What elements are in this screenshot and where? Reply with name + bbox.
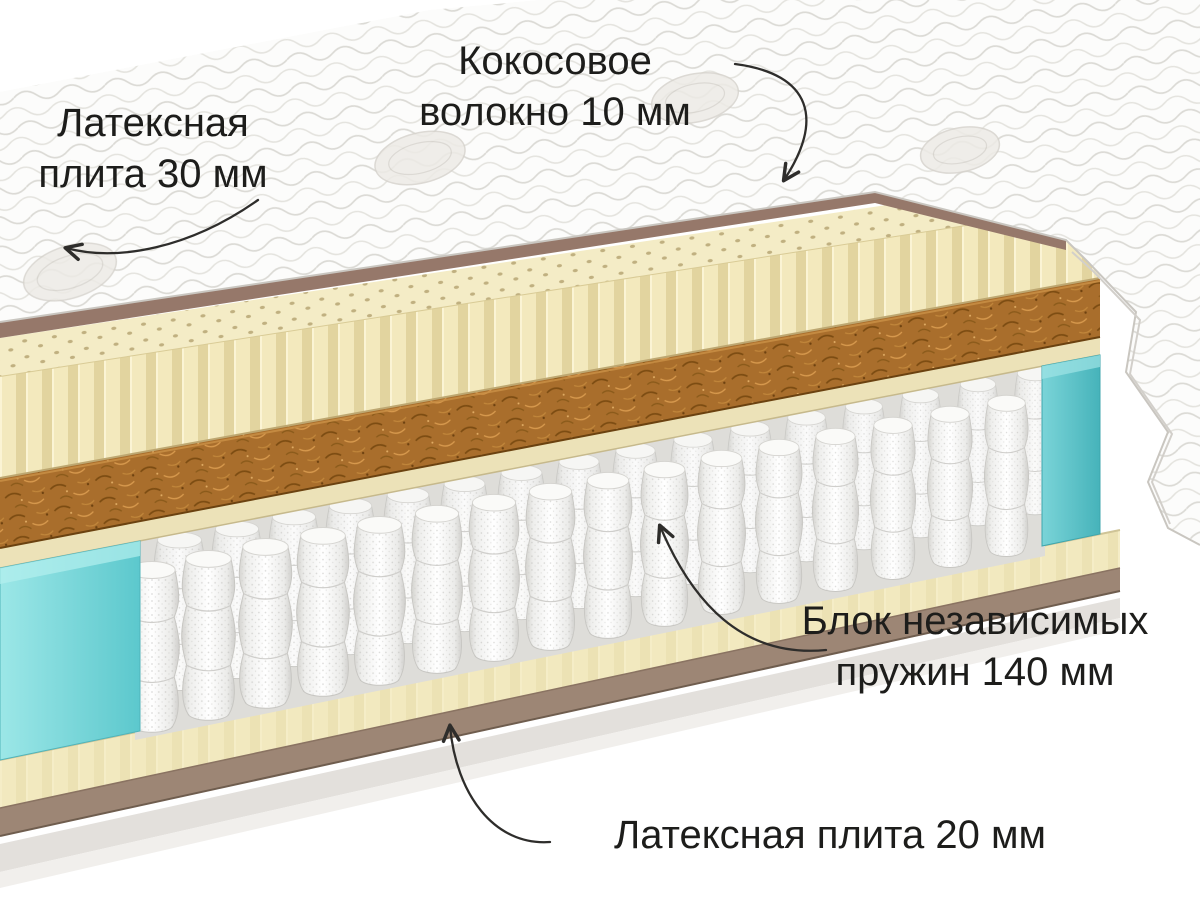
- label-springs: Блок независимых пружин 140 мм: [755, 596, 1195, 698]
- label-latex-20-text: Латексная плита 20 мм: [614, 813, 1046, 857]
- floor-shadow: [0, 598, 1120, 872]
- coir-layer: [0, 278, 1101, 549]
- cover-cut-edge: [0, 190, 1200, 546]
- label-coconut-line2: волокно 10 мм: [419, 90, 691, 135]
- label-latex-30: Латексная плита 30 мм: [18, 98, 288, 200]
- arrow-latex-20: [441, 723, 552, 844]
- fabric-logo-icon: [22, 72, 1001, 302]
- label-latex-20: Латексная плита 20 мм: [540, 810, 1120, 861]
- cover-edge-stitch: [1071, 251, 1174, 525]
- label-coconut-line1: Кокосовое: [458, 39, 652, 83]
- arrow-springs: [656, 523, 828, 652]
- floor-shadow-soft: [0, 618, 1120, 888]
- latex-30-perforated-top: [0, 173, 1100, 376]
- corner-foam-left: [0, 540, 141, 761]
- corner-foam-right: [1041, 354, 1101, 547]
- annotation-arrows: [63, 62, 828, 844]
- label-springs-line2: пружин 140 мм: [835, 650, 1115, 695]
- label-springs-line1: Блок независимых: [801, 599, 1149, 643]
- label-latex-30-line1: Латексная: [57, 101, 249, 145]
- label-coconut: Кокосовое волокно 10 мм: [370, 36, 740, 138]
- spring-top-padding: [0, 337, 1101, 569]
- base-layer: [0, 567, 1121, 837]
- quilted-cover: [0, 0, 1200, 546]
- arrow-coconut: [733, 62, 808, 183]
- arrow-latex-30: [63, 198, 260, 262]
- label-latex-30-line2: плита 30 мм: [38, 152, 268, 197]
